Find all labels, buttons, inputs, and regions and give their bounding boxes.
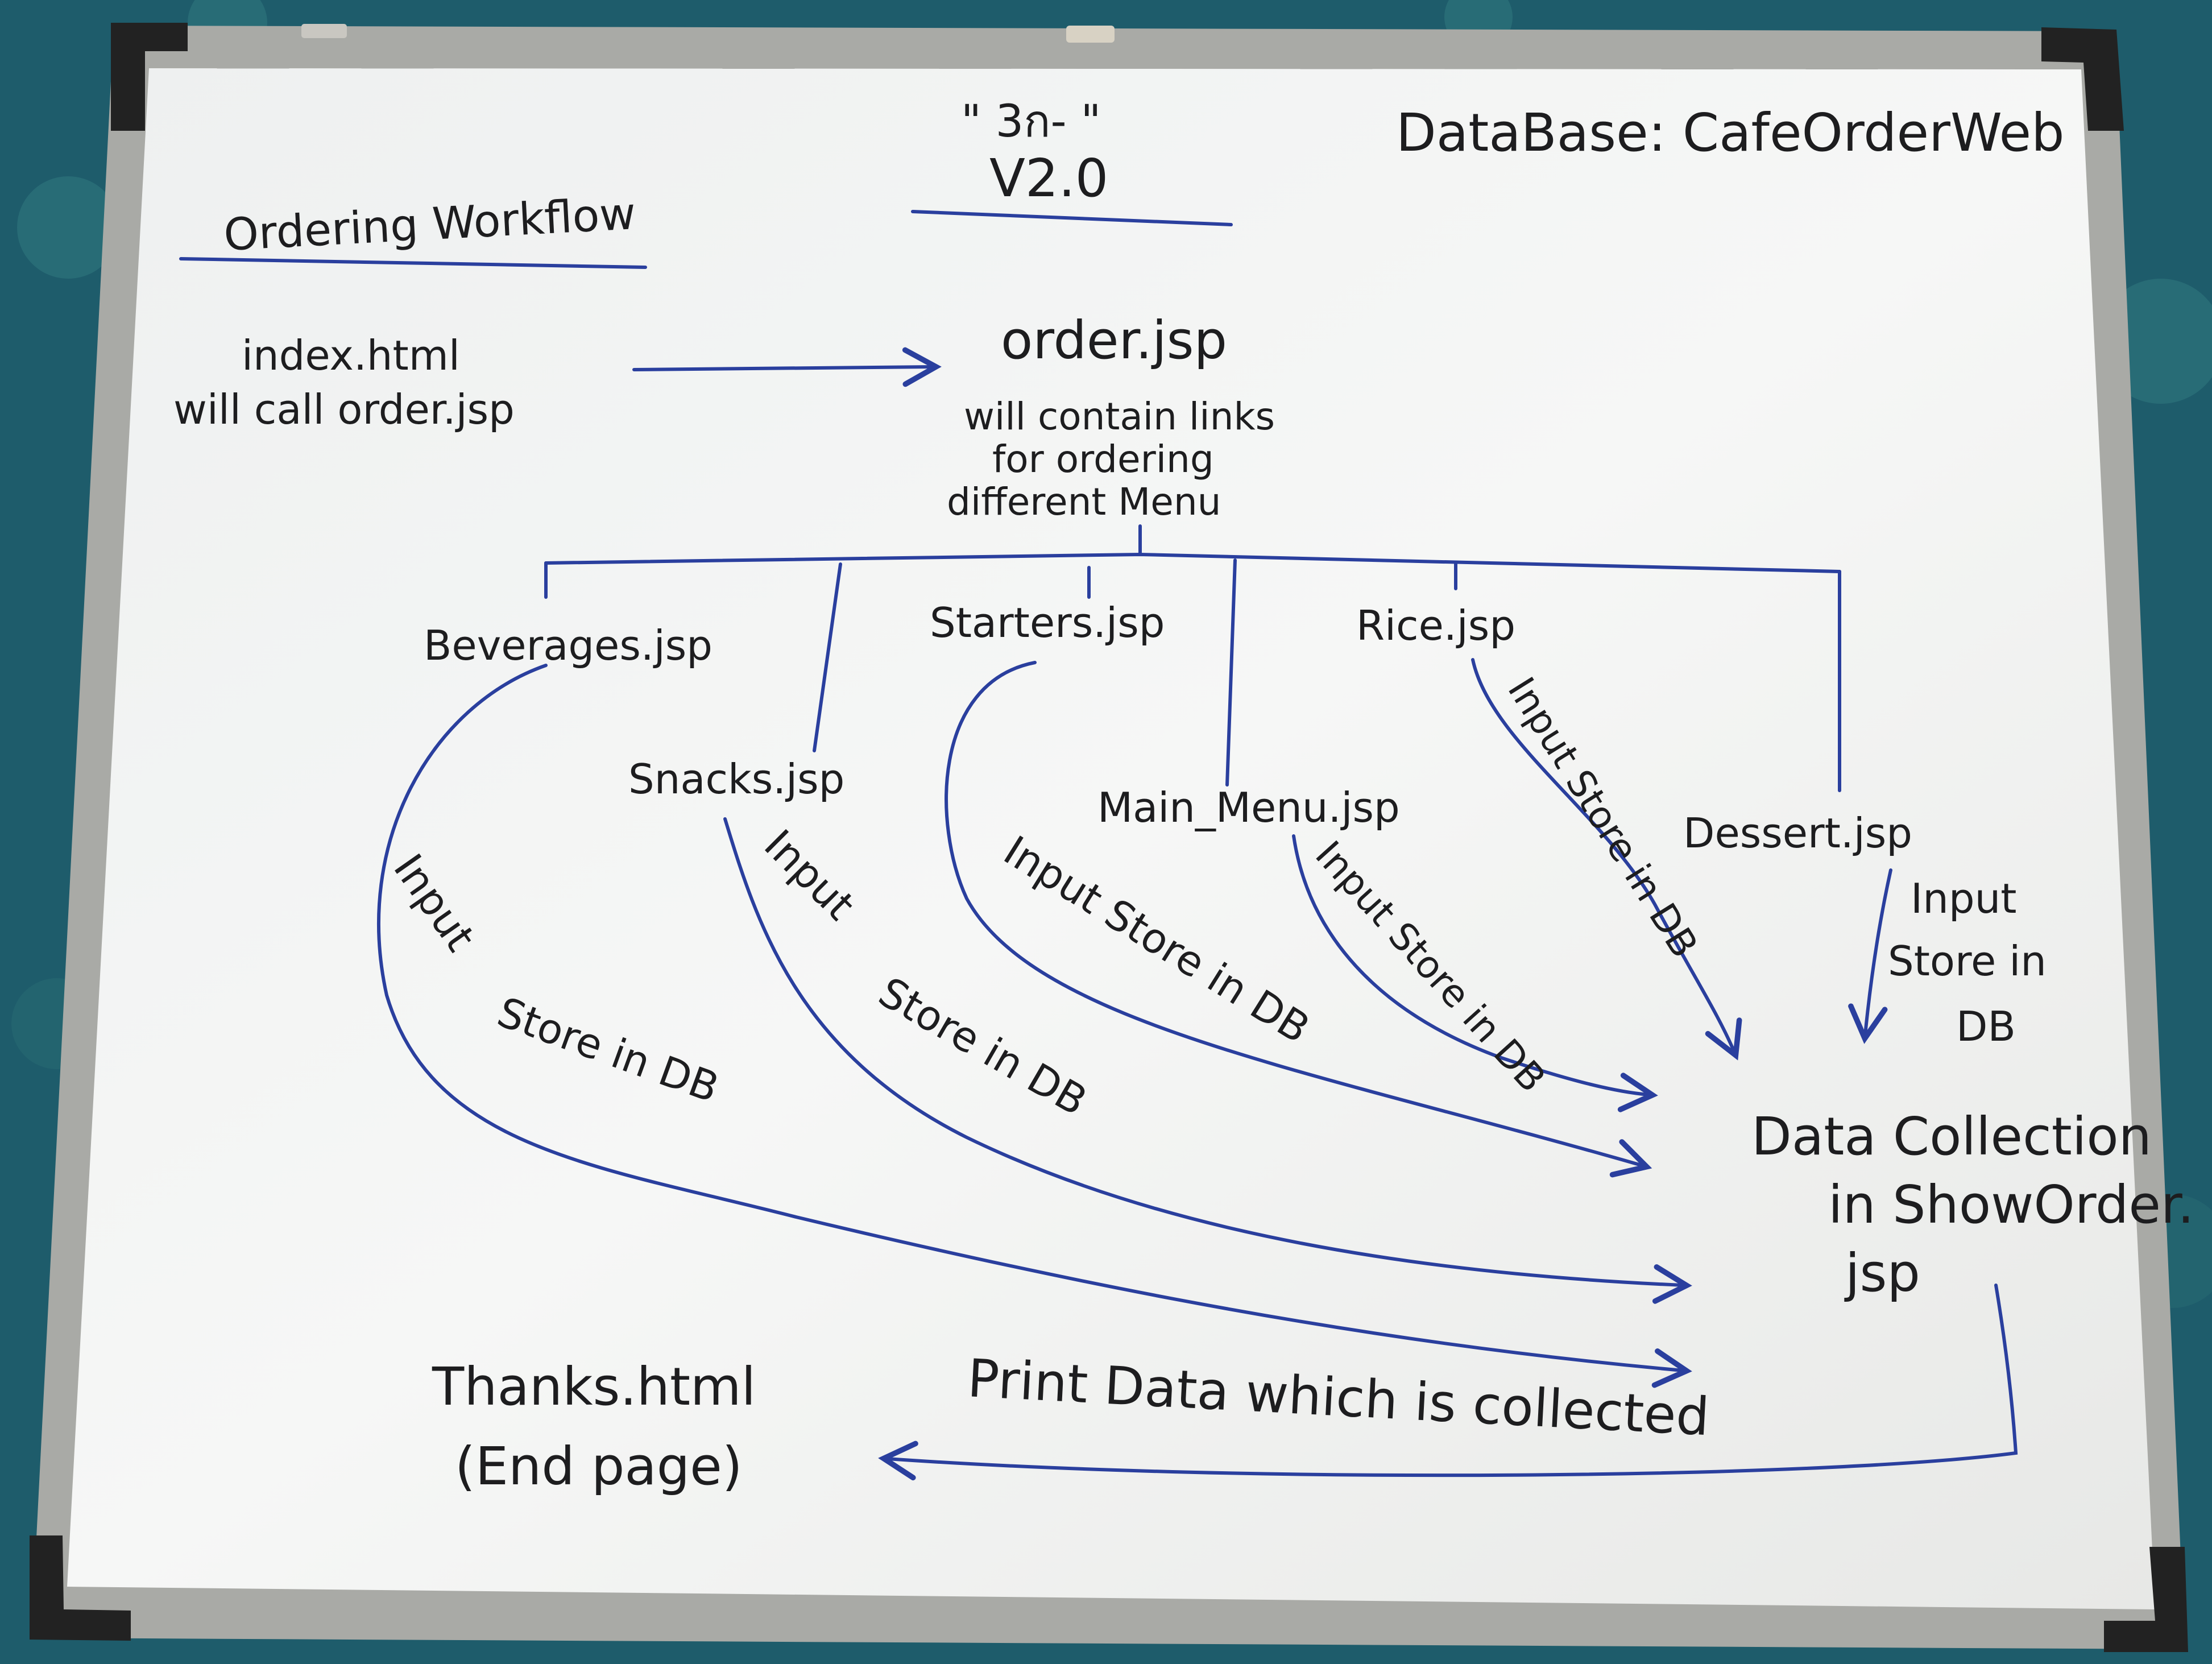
order-line-3: different Menu — [947, 480, 1221, 524]
frame-corner-bottom-left — [30, 1535, 131, 1641]
label-dessert-1: Input — [1911, 875, 2016, 922]
arrow-main-menu — [1292, 834, 1658, 1112]
frame-corner-top-right — [2041, 27, 2124, 131]
node-main-menu: Main_Menu.jsp — [1097, 784, 1400, 831]
frame-clip-left — [301, 24, 347, 38]
thanks-node: Thanks.html (End page) — [432, 1356, 756, 1497]
thanks-line-1: Thanks.html — [432, 1356, 756, 1417]
database-label: DataBase: CafeOrderWeb — [1396, 102, 2065, 163]
tree-branch-main — [1225, 558, 1237, 787]
index-line-1: index.html — [242, 332, 460, 379]
tree-branch-snacks — [813, 562, 842, 752]
arrow-starters — [945, 661, 1652, 1178]
node-snacks: Snacks.jsp — [628, 755, 844, 803]
label-dessert-2: Store in — [1888, 937, 2047, 985]
order-title: order.jsp — [1001, 310, 1227, 371]
node-starters: Starters.jsp — [930, 599, 1165, 647]
label-dessert-3: DB — [1956, 1003, 2016, 1050]
menu-nodes: Beverages.jsp Snacks.jsp Starters.jsp Ma… — [424, 599, 1912, 857]
collection-node: Data Collection in ShowOrder. jsp — [1751, 1106, 2194, 1303]
node-dessert: Dessert.jsp — [1683, 809, 1912, 857]
arrow-snacks — [723, 817, 1692, 1304]
node-rice: Rice.jsp — [1356, 602, 1515, 649]
order-line-1: will contain links — [964, 395, 1275, 438]
version-label: V2.0 — [989, 148, 1108, 209]
collection-line-2: in ShowOrder. — [1828, 1174, 2194, 1235]
tree-bar — [544, 552, 1841, 573]
arrow-print — [878, 1284, 2018, 1481]
heading-underline — [179, 257, 647, 269]
arrow-beverages — [377, 664, 1692, 1388]
thanks-line-2: (End page) — [455, 1436, 743, 1497]
frame-corner-bottom-right — [2104, 1547, 2188, 1652]
top-title: " 3ก- " — [961, 96, 1101, 147]
order-line-2: for ordering — [992, 437, 1214, 481]
node-beverages: Beverages.jsp — [424, 622, 713, 669]
frame-corner-top-left — [111, 23, 188, 131]
index-line-2: will call order.jsp — [173, 386, 515, 433]
menu-tree — [544, 524, 1841, 792]
version-underline — [911, 210, 1233, 226]
order-node: order.jsp will contain links for orderin… — [947, 310, 1275, 524]
board-surface — [67, 68, 2155, 1609]
collection-line-1: Data Collection — [1751, 1106, 2152, 1167]
index-to-order-arrow — [632, 347, 942, 387]
flow-arrows — [377, 658, 2018, 1481]
frame-clip — [1066, 26, 1115, 43]
arrow-dessert — [1848, 868, 1892, 1044]
index-node: index.html will call order.jsp — [173, 332, 515, 433]
arrow-rice — [1471, 658, 1742, 1061]
collection-line-3: jsp — [1844, 1243, 1920, 1303]
